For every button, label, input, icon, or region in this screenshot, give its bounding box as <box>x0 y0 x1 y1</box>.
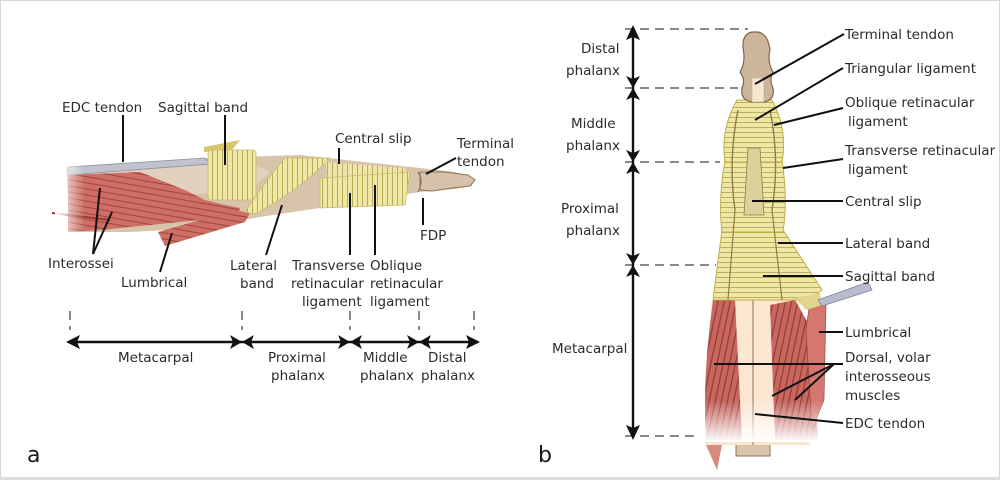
distal-phalanx-a <box>419 171 476 192</box>
label-central-slip-b: Central slip <box>845 194 922 210</box>
sagittal-band-a <box>207 149 257 201</box>
label-trl-a-2: retinacular <box>291 276 364 292</box>
label-trl-b-2: ligament <box>848 162 908 178</box>
label-trl-a-3: ligament <box>302 294 362 310</box>
label-terminal-tendon-a-2: tendon <box>457 154 505 170</box>
label-edc-tendon-b: EDC tendon <box>845 416 925 432</box>
middle-region-b <box>723 99 785 163</box>
grey-tendon-b <box>817 281 873 307</box>
segment-proximal-a-1: Proximal <box>268 350 326 366</box>
labels-a: EDC tendon Sagittal band Central slip Te… <box>48 100 514 310</box>
label-orl-b-1: Oblique retinacular <box>845 95 975 111</box>
segment-metacarpal-a: Metacarpal <box>118 350 193 366</box>
label-terminal-tendon-b: Terminal tendon <box>844 27 954 43</box>
hood-sagittal-flap-b <box>795 293 822 310</box>
label-lateral-band-a-1: Lateral <box>230 258 277 274</box>
segment-middle-a-2: phalanx <box>360 368 414 384</box>
sagittal-flap-a <box>204 140 240 152</box>
label-orl-a-3: ligament <box>370 294 430 310</box>
segment-labels-a: Metacarpal Proximal phalanx Middle phala… <box>118 350 475 384</box>
label-interossei-a: Interossei <box>48 256 114 272</box>
lateral-band-left-b <box>731 109 739 211</box>
label-central-slip-a: Central slip <box>335 131 412 147</box>
hood-line-right-b <box>771 209 783 301</box>
label-orl-a-2: retinacular <box>370 276 443 292</box>
segment-axis-b <box>625 25 748 440</box>
segment-middle-b-2: phalanx <box>566 138 620 154</box>
panel-label-a: a <box>27 443 40 468</box>
finger-lateral-view <box>51 140 476 246</box>
muscle-tail-left-b <box>706 445 722 470</box>
finger-dorsal-view <box>700 31 873 470</box>
label-trl-b-1: Transverse retinacular <box>844 143 996 159</box>
label-fdp-a: FDP <box>420 228 446 244</box>
label-interosseous-b-2: interosseous <box>845 369 931 385</box>
panel-label-b: b <box>538 443 552 468</box>
label-orl-b-2: ligament <box>848 114 908 130</box>
dip-joint-a <box>417 171 422 193</box>
segment-proximal-b-1: Proximal <box>561 201 619 217</box>
retinacular-ligament-a <box>319 171 411 209</box>
lateral-band-right-b <box>769 109 777 211</box>
segment-distal-b-1: Distal <box>581 41 620 57</box>
segment-distal-b-2: phalanx <box>566 63 620 79</box>
fade-left-a <box>55 150 85 240</box>
label-orl-a-1: Oblique <box>370 258 422 274</box>
label-terminal-tendon-a-1: Terminal <box>456 136 514 152</box>
label-trl-a-1: Transverse <box>291 258 365 274</box>
segment-distal-a-2: phalanx <box>421 368 475 384</box>
label-interosseous-b-3: muscles <box>845 388 900 404</box>
lumbrical-muscle-a <box>158 210 250 246</box>
segment-axis-a <box>66 311 480 349</box>
central-tendon-b <box>743 147 765 216</box>
label-lumbrical-a: Lumbrical <box>121 275 187 291</box>
leader-lines-a <box>92 115 457 273</box>
segment-middle-a-1: Middle <box>363 350 408 366</box>
lateral-band-a <box>244 157 331 215</box>
segment-labels-b: Distal phalanx Middle phalanx Proximal p… <box>552 41 627 357</box>
segment-proximal-b-2: phalanx <box>566 223 620 239</box>
label-sagittal-band-b: Sagittal band <box>845 269 935 285</box>
segment-proximal-a-2: phalanx <box>271 368 325 384</box>
segment-metacarpal-b: Metacarpal <box>552 341 627 357</box>
interossei-muscle-a <box>68 172 240 232</box>
label-sagittal-band-a: Sagittal band <box>158 100 248 116</box>
segment-middle-b-1: Middle <box>571 116 616 132</box>
leader-lines-b <box>714 33 845 424</box>
fade-bottom-b <box>700 400 830 442</box>
hood-line-left-b <box>727 209 736 301</box>
labels-b: Terminal tendon Triangular ligament Obli… <box>844 27 996 432</box>
label-edc-tendon-a: EDC tendon <box>62 100 142 116</box>
label-lumbrical-b: Lumbrical <box>845 325 911 341</box>
label-lateral-band-b: Lateral band <box>845 236 930 252</box>
label-lateral-band-a-2: band <box>240 276 274 292</box>
label-interosseous-b-1: Dorsal, volar <box>845 350 931 366</box>
segment-distal-a-1: Distal <box>428 350 467 366</box>
label-triangular-ligament-b: Triangular ligament <box>844 61 976 77</box>
